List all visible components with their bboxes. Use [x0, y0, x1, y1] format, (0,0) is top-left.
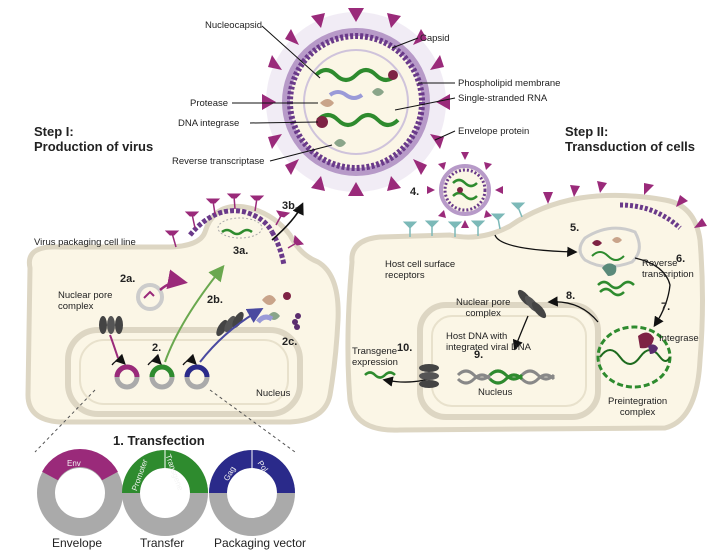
step-8: 8. — [566, 290, 576, 302]
step-9: 9. — [474, 349, 484, 361]
label-transgene-line2: expression — [352, 357, 398, 368]
step-4: 4. — [410, 186, 420, 198]
label-right-nuclear-pore-line2: complex — [465, 308, 501, 319]
step-3b: 3b. — [282, 200, 298, 212]
preintegration-complex — [596, 325, 672, 389]
label-left-nuclear-pore-line2: complex — [58, 301, 94, 312]
vesicle-2a — [136, 283, 164, 311]
step2-title: Step II: Transduction of cells — [565, 124, 695, 154]
label-envelope-protein: Envelope protein — [458, 126, 530, 137]
virion — [266, 12, 446, 192]
bottom-nuclear-pore — [419, 364, 439, 388]
label-reverse-transcription: Reverse transcription — [642, 258, 694, 280]
proteins-2c — [256, 292, 301, 330]
step2-title-line1: Step II: — [565, 124, 609, 139]
nucleus-plasmids — [111, 353, 210, 390]
plasmid-packaging — [209, 450, 295, 536]
segment-env: Env — [67, 459, 81, 468]
right-membrane-spikes — [543, 181, 707, 228]
left-nucleus — [65, 327, 303, 417]
caption-transfer: Transfer — [140, 536, 185, 550]
right-nuclear-pore — [517, 289, 547, 319]
budding-virus — [188, 208, 275, 237]
cell-surface-receptors — [402, 202, 526, 237]
label-right-nuclear-pore-line1: Nuclear pore — [456, 297, 511, 308]
endosome — [578, 226, 641, 268]
host-dna — [456, 369, 556, 385]
label-ssrna: Single-stranded RNA — [458, 93, 548, 104]
label-preintegration-line1: Preintegration — [608, 396, 668, 407]
label-capsid: Capsid — [420, 33, 450, 44]
virion-leaders — [232, 25, 456, 162]
virion-binding — [427, 152, 503, 228]
label-host-dna: Host DNA with integrated viral DNA — [446, 331, 531, 353]
rt-complex — [597, 263, 635, 297]
label-left-nuclear-pore-line1: Nuclear pore — [58, 290, 113, 301]
label-nucleocapsid: Nucleocapsid — [205, 20, 263, 31]
transfection-title: 1. Transfection — [113, 433, 205, 448]
label-receptors-line1: Host cell surface — [385, 259, 456, 270]
left-nuclear-pore-2 — [216, 311, 244, 337]
step-10: 10. — [397, 342, 413, 354]
step-3a: 3a. — [233, 245, 249, 257]
label-preintegration: Preintegration complex — [608, 396, 667, 418]
transgene-rna — [364, 371, 396, 379]
label-preintegration-line2: complex — [619, 407, 656, 418]
step1-title-line2: Production of virus — [34, 139, 154, 154]
label-right-nuclear-pore: Nuclear pore complex — [456, 297, 510, 319]
label-integrase: Integrase — [659, 333, 699, 344]
left-nuclear-pore — [99, 316, 123, 334]
right-nucleus — [417, 302, 601, 420]
label-host-dna-line1: Host DNA with — [446, 331, 508, 342]
label-left-nucleus: Nucleus — [256, 388, 291, 399]
step-2c: 2c. — [282, 336, 298, 348]
step-2b: 2b. — [207, 294, 223, 306]
label-dna-integrase: DNA integrase — [178, 118, 240, 129]
step2-title-line2: Transduction of cells — [565, 139, 696, 154]
left-envelope-spikes — [164, 193, 305, 249]
step-7: 7. — [661, 301, 671, 313]
caption-packaging: Packaging vector — [214, 536, 307, 550]
step1-title: Step I: Production of virus — [34, 124, 153, 154]
label-left-nuclear-pore: Nuclear pore complex — [58, 290, 112, 312]
label-protease: Protease — [190, 98, 229, 109]
label-host-dna-line2: integrated viral DNA — [446, 342, 532, 353]
step-5: 5. — [570, 222, 580, 234]
caption-envelope: Envelope — [52, 536, 103, 550]
step-6: 6. — [676, 253, 686, 265]
label-phospholipid: Phospholipid membrane — [458, 78, 561, 89]
step-2a: 2a. — [120, 273, 136, 285]
label-receptors: Host cell surface receptors — [385, 259, 455, 281]
label-transgene-expression: Transgene expression — [352, 346, 398, 368]
step-2: 2. — [152, 342, 162, 354]
label-receptors-line2: receptors — [385, 270, 425, 281]
label-rt-line2: transcription — [642, 269, 694, 280]
label-transgene-line1: Transgene — [352, 346, 398, 357]
label-reverse-transcriptase: Reverse transcriptase — [172, 156, 265, 167]
label-rt-line1: Reverse — [642, 258, 678, 269]
step1-title-line1: Step I: — [34, 124, 74, 139]
plasmid-envelope — [37, 449, 123, 536]
label-right-nucleus: Nucleus — [478, 387, 513, 398]
plasmid-transfer — [122, 450, 208, 536]
label-packaging-line: Virus packaging cell line — [34, 237, 136, 248]
